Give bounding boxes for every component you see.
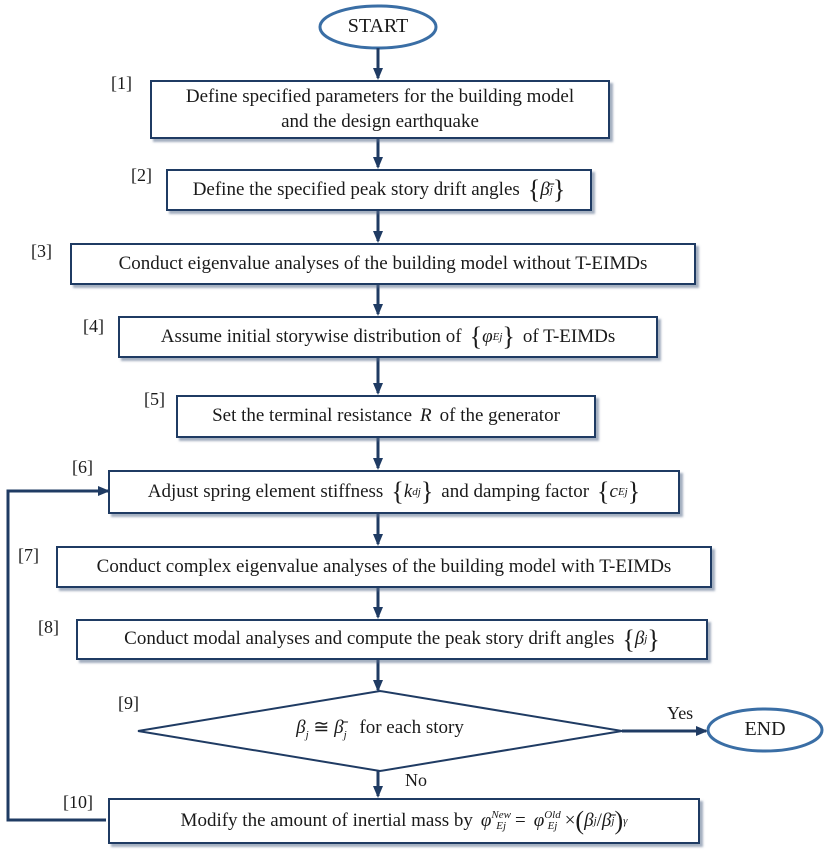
step-9-lhs: β <box>296 717 306 738</box>
step-10-times: × <box>564 809 576 831</box>
step-1-line-1: Define specified parameters for the buil… <box>185 85 575 107</box>
step-6-math-2: c <box>609 480 618 502</box>
step-number-2: [2] <box>131 165 152 185</box>
step-3-text: Conduct eigenvalue analyses of the build… <box>118 252 648 274</box>
step-number-10: [10] <box>63 792 93 812</box>
step-1-line-2: and the design earthquake <box>281 110 479 132</box>
step-2-math: β̄ <box>540 178 550 200</box>
step-5-var: R <box>420 405 432 427</box>
step-6-math-2-sub: Ej <box>617 485 628 498</box>
step-number-5: [5] <box>144 389 165 409</box>
step-9-text: for each story <box>359 717 464 738</box>
step-10-ej-sub-1: Ej <box>496 820 507 832</box>
step-3-box: Conduct eigenvalue analyses of the build… <box>70 243 696 285</box>
start-label: START <box>347 15 409 37</box>
step-2-text: Define the specified peak story drift an… <box>192 178 520 200</box>
step-number-9: [9] <box>118 693 139 713</box>
step-5-box: Set the terminal resistance R of the gen… <box>176 395 596 438</box>
step-6-text-mid: and damping factor <box>441 480 590 502</box>
step-4-math: φ <box>482 325 493 347</box>
step-number-7: [7] <box>18 545 39 565</box>
step-10-ej-sub-2: Ej <box>547 820 558 832</box>
step-1-box: Define specified parameters for the buil… <box>150 80 610 139</box>
step-10-gamma: γ <box>623 814 628 827</box>
step-10-eq: = <box>514 809 526 831</box>
step-6-math-1: k <box>403 480 413 502</box>
step-4-text-after: of T-EIMDs <box>522 325 616 347</box>
step-10-beta-bar: β̄ <box>601 809 612 831</box>
step-10-j-sub-2: j <box>611 814 615 827</box>
step-9-rhs: β̄ <box>334 717 344 738</box>
step-10-beta: β <box>584 809 594 831</box>
step-number-6: [6] <box>72 457 93 477</box>
step-6-math-1-sub: dj <box>412 485 421 498</box>
step-4-text-before: Assume initial storywise distribution of <box>160 325 462 347</box>
step-9-rhs-sub: j <box>343 729 347 741</box>
step-7-box: Conduct complex eigenvalue analyses of t… <box>56 546 712 588</box>
step-8-math-sub: j <box>644 633 648 646</box>
step-8-text: Conduct modal analyses and compute the p… <box>124 628 615 650</box>
step-number-8: [8] <box>38 617 59 637</box>
end-terminal <box>706 707 824 753</box>
step-number-3: [3] <box>31 241 52 261</box>
step-7-text: Conduct complex eigenvalue analyses of t… <box>96 555 672 577</box>
step-9-op: ≅ <box>313 717 330 738</box>
step-number-1: [1] <box>111 73 132 93</box>
step-5-text-after: of the generator <box>439 405 560 427</box>
arrow-loop-back <box>6 486 110 822</box>
step-8-math: β <box>634 628 645 650</box>
step-4-box: Assume initial storywise distribution of… <box>118 316 658 358</box>
step-10-new-sup: New <box>491 809 511 821</box>
step-2-math-sub: j <box>549 183 553 196</box>
step-6-text-before: Adjust spring element stiffness <box>147 480 384 502</box>
step-9-lhs-sub: j <box>305 729 309 741</box>
step-10-j-sub-1: j <box>593 814 597 827</box>
step-8-box: Conduct modal analyses and compute the p… <box>76 619 708 660</box>
step-9-condition: βj ≅ β̄j for each story <box>230 716 530 741</box>
step-4-math-sub: Ej <box>492 330 503 343</box>
step-10-phi-new: φ <box>480 809 492 831</box>
step-2-box: Define the specified peak story drift an… <box>166 169 592 211</box>
end-label: END <box>744 718 786 740</box>
step-10-slash: / <box>596 809 602 831</box>
step-10-old-sup: Old <box>544 809 561 821</box>
no-label: No <box>405 770 427 790</box>
step-10-phi-old: φ <box>533 809 545 831</box>
step-number-4: [4] <box>83 316 104 336</box>
step-5-text-before: Set the terminal resistance <box>212 405 413 427</box>
step-10-text: Modify the amount of inertial mass by <box>180 809 473 831</box>
yes-label: Yes <box>667 703 694 723</box>
